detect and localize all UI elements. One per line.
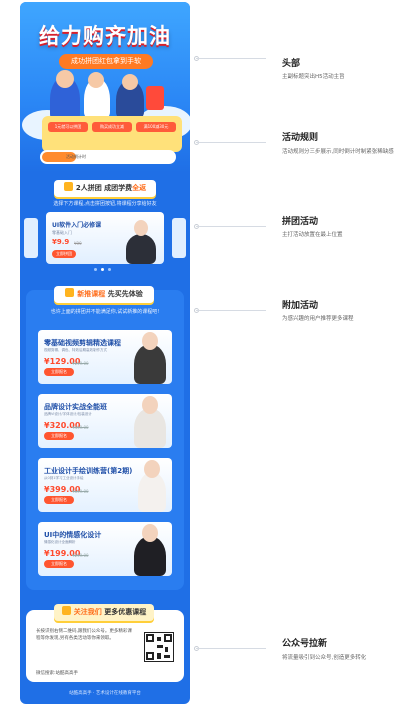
course-section-heading: 新推课程 先买先体验	[54, 286, 154, 303]
annotation-title: 公众号拉新	[282, 639, 328, 649]
teacher-portrait	[134, 396, 166, 448]
annotation-desc: 活动规则分三步展示,同时倒计时制紧张稀缺感	[282, 149, 394, 155]
prev-card-peek[interactable]	[24, 218, 38, 258]
course-enroll-button[interactable]: 立即报名	[44, 432, 74, 440]
course-price: ¥399.00	[44, 485, 81, 494]
carousel-dot[interactable]	[108, 268, 111, 271]
annotation-line	[196, 648, 266, 649]
rule-chip: 满100减30元	[136, 122, 176, 132]
person-head	[56, 70, 74, 88]
course-desc: 从0到1学习工业设计手绘	[44, 476, 84, 480]
group-course-sub: 零基础入门	[52, 230, 72, 235]
carousel-dot-active[interactable]	[101, 268, 104, 271]
annotation-line	[196, 142, 266, 143]
flag-icon	[61, 606, 71, 615]
group-course-card[interactable]: UI软件入门必修课 零基础入门 ¥9.9 ¥99 立即拼团	[46, 212, 164, 264]
course-card[interactable]: 工业设计手绘训练营(第2期) 从0到1学习工业设计手绘 ¥399.00 ¥599…	[38, 458, 172, 512]
teacher-portrait	[134, 524, 166, 576]
teacher-portrait	[126, 220, 156, 264]
hero-subtitle: 成功拼团红包拿到手软	[59, 54, 153, 69]
course-old-price: ¥499.00	[72, 425, 89, 430]
follow-section: 关注我们 更多优惠课程 长按识别右侧二维码,跟我们公众号。更多精彩课程等你发现,…	[26, 604, 184, 682]
flag-icon	[65, 288, 75, 297]
next-card-peek[interactable]	[172, 218, 186, 258]
course-title: 品牌设计实战全能班	[44, 403, 107, 411]
group-course-price: ¥9.9	[52, 238, 70, 246]
annotation-title: 拼团活动	[282, 217, 319, 227]
course-desc: 视频剪辑、调色、特效后期高效制作方式	[44, 348, 107, 352]
teacher-head	[144, 460, 160, 478]
page-footer: 站酷高高手 · 艺术设计在线教育平台	[69, 691, 141, 696]
carousel-dot[interactable]	[94, 268, 97, 271]
countdown-fill	[42, 152, 76, 162]
teacher-portrait	[138, 460, 166, 512]
teacher-head	[142, 332, 158, 350]
countdown-label: 活动倒计时	[66, 154, 86, 159]
course-enroll-button[interactable]: 立即报名	[44, 496, 74, 504]
group-section-desc: 选择下方课程,点击拼团按钮,将课程分享给好友	[53, 201, 157, 207]
group-course-title: UI软件入门必修课	[52, 222, 102, 229]
course-old-price: ¥299.00	[72, 553, 89, 558]
course-card[interactable]: 品牌设计实战全能班 品牌VI设计/字体设计/包装设计 ¥320.00 ¥499.…	[38, 394, 172, 448]
course-desc: 情感化设计全面解析	[44, 540, 76, 544]
course-card[interactable]: UI中的情感化设计 情感化设计全面解析 ¥199.00 ¥299.00 立即报名	[38, 522, 172, 576]
group-buy-button[interactable]: 立即拼团	[52, 250, 76, 258]
flag-icon	[63, 182, 73, 191]
course-title: 工业设计手绘训练营(第2期)	[44, 467, 133, 475]
course-price: ¥129.00	[44, 357, 81, 366]
course-card[interactable]: 零基础视频剪辑精选课程 视频剪辑、调色、特效后期高效制作方式 ¥129.00 ¥…	[38, 330, 172, 384]
person-head	[88, 72, 104, 88]
course-title: 零基础视频剪辑精选课程	[44, 339, 121, 347]
rules-card: 1元就可以拼团 购买成功立减 满100减30元	[42, 116, 182, 152]
annotation-title: 活动规则	[282, 133, 319, 143]
teacher-head	[134, 220, 148, 236]
teacher-head	[142, 524, 158, 542]
wechat-search-hint: 微信搜索:站酷高高手	[36, 671, 79, 676]
annotation-desc: 主副标题突出H5活动主旨	[282, 74, 345, 80]
course-section-desc: 也许上面的拼团并不能满足你,试试新推的课程吧!	[50, 309, 160, 315]
annotation-title: 附加活动	[282, 301, 319, 311]
teacher-portrait	[134, 332, 166, 384]
countdown-bar: 活动倒计时	[40, 150, 176, 164]
annotation-desc: 为感兴趣的用户推荐更多课程	[282, 316, 354, 322]
hero-banner: 给力购齐加油 成功拼团红包拿到手软 1元就可以拼团 购买成功立减 满100减30…	[20, 2, 190, 172]
hero-title: 给力购齐加油	[39, 24, 171, 48]
group-section-heading: 2人拼团 成团学费全返	[54, 180, 156, 197]
person-head	[122, 74, 138, 90]
course-title: UI中的情感化设计	[44, 531, 102, 539]
course-enroll-button[interactable]: 立即报名	[44, 368, 74, 376]
annotation-desc: 将流量吸引到公众号,创造更多转化	[282, 655, 367, 661]
annotation-title: 头部	[282, 59, 301, 69]
h5-preview: 给力购齐加油 成功拼团红包拿到手软 1元就可以拼团 购买成功立减 满100减30…	[20, 2, 190, 704]
rule-chip: 1元就可以拼团	[48, 122, 88, 132]
gift-box	[146, 86, 164, 110]
follow-section-heading: 关注我们 更多优惠课程	[54, 604, 154, 621]
annotation-line	[196, 58, 266, 59]
qr-code-icon[interactable]	[144, 632, 174, 662]
group-course-old-price: ¥99	[74, 241, 82, 246]
course-enroll-button[interactable]: 立即报名	[44, 560, 74, 568]
course-desc: 品牌VI设计/字体设计/包装设计	[44, 412, 92, 416]
annotation-line	[196, 310, 266, 311]
hero-illustration: 1元就可以拼团 购买成功立减 满100减30元	[22, 70, 190, 152]
teacher-head	[142, 396, 158, 414]
course-section: 新推课程 先买先体验 也许上面的拼团并不能满足你,试试新推的课程吧! 零基础视频…	[26, 286, 184, 590]
course-price: ¥199.00	[44, 549, 81, 558]
annotation-desc: 主打活动放置在最上位置	[282, 232, 343, 238]
carousel-dots	[94, 268, 116, 272]
course-price: ¥320.00	[44, 421, 81, 430]
course-old-price: ¥199.00	[72, 361, 89, 366]
course-old-price: ¥599.00	[72, 489, 89, 494]
rule-chip: 购买成功立减	[92, 122, 132, 132]
follow-text: 长按识别右侧二维码,跟我们公众号。更多精彩课程等你发现,另有各类活动等你来领取。	[36, 629, 132, 641]
annotation-line	[196, 226, 266, 227]
